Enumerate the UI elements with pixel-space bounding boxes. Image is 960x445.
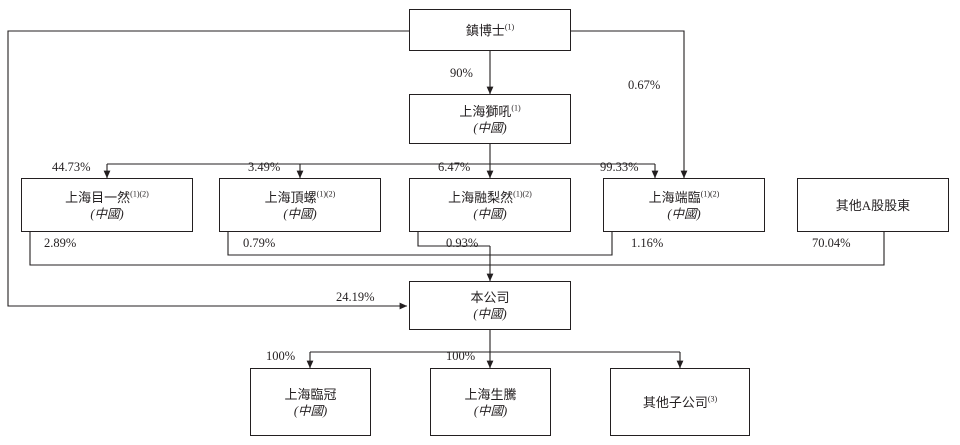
edge-label-company-linguan: 100%	[266, 349, 296, 363]
edge-label-zhen-duanlin: 0.67%	[628, 78, 661, 92]
node-shihou-country: (中國)	[473, 120, 507, 135]
edge-muyiran-company	[29, 232, 490, 266]
edge-label-shihou-dingluo: 3.49%	[248, 160, 281, 174]
node-duanlin-label: 上海端臨(1)(2)	[648, 189, 720, 205]
node-linguan-label: 上海臨冠	[284, 386, 337, 402]
node-rongliran[interactable]: 上海融梨然(1)(2) (中國)	[409, 178, 571, 232]
edge-dingluo-company	[227, 232, 490, 256]
edge-rongliran-company	[417, 232, 490, 247]
edge-label-otherA-company: 70.04%	[812, 236, 851, 250]
node-dingluo-country: (中國)	[283, 206, 317, 221]
node-other-a-shareholders-label: 其他A股股東	[835, 197, 911, 213]
edge-label-zhen-shihou: 90%	[450, 66, 473, 80]
edge-label-shihou-duanlin: 99.33%	[600, 160, 639, 174]
edge-label-shihou-rongliran: 6.47%	[438, 160, 471, 174]
node-shihou[interactable]: 上海獅吼(1) (中國)	[409, 94, 571, 144]
edge-zhen-duanlin	[571, 30, 688, 179]
node-shengteng-country: (中國)	[473, 403, 508, 418]
node-other-a-shareholders[interactable]: 其他A股股東	[797, 178, 949, 232]
node-other-subsidiaries-label: 其他子公司(3)	[642, 394, 718, 410]
edge-label-shihou-muyiran: 44.73%	[52, 160, 91, 174]
node-linguan[interactable]: 上海臨冠 (中國)	[250, 368, 371, 436]
node-rongliran-country: (中國)	[473, 206, 507, 221]
edge-label-company-shengteng: 100%	[446, 349, 476, 363]
node-shihou-label: 上海獅吼(1)	[459, 103, 521, 119]
node-company[interactable]: 本公司 (中國)	[409, 281, 571, 330]
node-other-subsidiaries[interactable]: 其他子公司(3)	[610, 368, 750, 436]
edge-label-muyiran-company: 2.89%	[44, 236, 77, 250]
edge-zhen-company	[7, 30, 409, 310]
node-shengteng-label: 上海生騰	[464, 386, 517, 402]
edge-label-zhen-company: 24.19%	[336, 290, 375, 304]
node-duanlin[interactable]: 上海端臨(1)(2) (中國)	[603, 178, 765, 232]
node-company-country: (中國)	[473, 307, 507, 321]
node-muyiran-label: 上海目一然(1)(2)	[65, 189, 149, 205]
node-company-label: 本公司	[470, 290, 510, 305]
edge-label-duanlin-company: 1.16%	[631, 236, 664, 250]
edge-duanlin-company	[490, 232, 613, 256]
node-zhen[interactable]: 鎮博士(1)	[409, 9, 571, 51]
node-dingluo[interactable]: 上海頂螺(1)(2) (中國)	[219, 178, 381, 232]
node-duanlin-country: (中國)	[667, 206, 701, 221]
node-muyiran-country: (中國)	[90, 206, 124, 221]
node-dingluo-label: 上海頂螺(1)(2)	[264, 189, 336, 205]
edge-label-dingluo-company: 0.79%	[243, 236, 276, 250]
node-zhen-label: 鎮博士(1)	[465, 22, 515, 38]
node-shengteng[interactable]: 上海生騰 (中國)	[430, 368, 551, 436]
edge-otherA-company	[490, 232, 885, 266]
node-rongliran-label: 上海融梨然(1)(2)	[448, 189, 532, 205]
node-linguan-country: (中國)	[293, 403, 328, 418]
edge-label-rongliran-company: 0.93%	[446, 236, 479, 250]
node-muyiran[interactable]: 上海目一然(1)(2) (中國)	[21, 178, 193, 232]
